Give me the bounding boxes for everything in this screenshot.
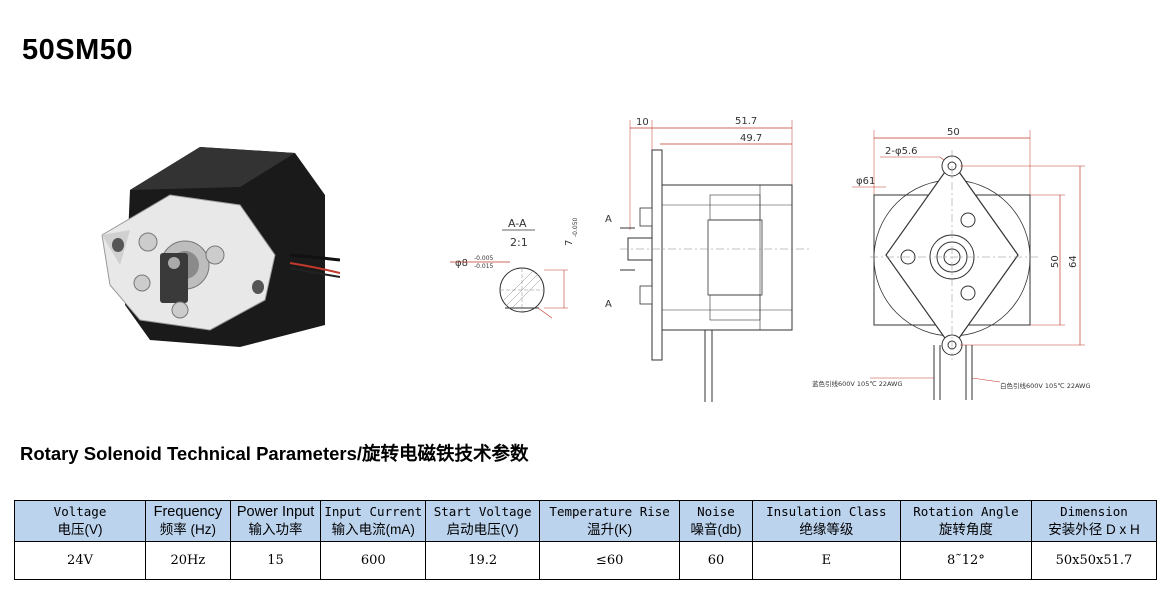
cell-temperature-rise: ≤60: [539, 541, 681, 580]
cell-start-voltage: 19.2: [425, 541, 541, 580]
dim-64: 64: [1068, 255, 1079, 268]
flat-tol: -0.050: [572, 217, 579, 237]
section-title: Rotary Solenoid Technical Parameters/旋转电…: [20, 443, 529, 464]
page-title: 50SM50: [22, 34, 134, 66]
flat-dim: 7: [564, 240, 575, 246]
cell-insulation-class: E: [751, 541, 901, 580]
solenoid-photo: [101, 147, 340, 347]
cell-input-current: 600: [320, 541, 427, 580]
cell-frequency: 20Hz: [145, 541, 231, 580]
dim-49-7: 49.7: [740, 133, 762, 144]
dia-61: φ61: [856, 176, 875, 187]
cell-voltage: 24V: [13, 541, 147, 580]
dim-10: 10: [636, 117, 649, 128]
scale-label: 2:1: [510, 236, 528, 249]
shaft-diameter: φ8: [455, 258, 468, 269]
shaft-tol-lower: -0.015: [474, 263, 494, 270]
wire-left-label: 蓝色引线600V 105℃ 22AWG: [812, 379, 903, 388]
cell-dimension: 50x50x51.7: [1030, 541, 1158, 580]
table-row: 24V 20Hz 15 600 19.2 ≤60 60 E 8˜12° 50x5…: [13, 541, 1158, 580]
section-marker-top: A: [605, 214, 612, 225]
holes-label: 2-φ5.6: [885, 146, 917, 157]
wire-right-label: 白色引线600V 105℃ 22AWG: [1000, 381, 1091, 390]
cell-power-input: 15: [229, 541, 322, 580]
section-marker-bottom: A: [605, 299, 612, 310]
dim-50-side: 50: [1050, 255, 1061, 268]
section-label: A-A: [508, 217, 527, 230]
dim-51-7: 51.7: [735, 116, 757, 127]
cell-rotation-angle: 8˜12°: [899, 541, 1032, 580]
shaft-tol-upper: -0.005: [474, 255, 494, 262]
dim-50-top: 50: [947, 127, 960, 138]
cell-noise: 60: [679, 541, 753, 580]
technical-drawing: A-A 2:1 φ8 -0.005 -0.015 7 -0.050 10 51.…: [450, 116, 1091, 402]
